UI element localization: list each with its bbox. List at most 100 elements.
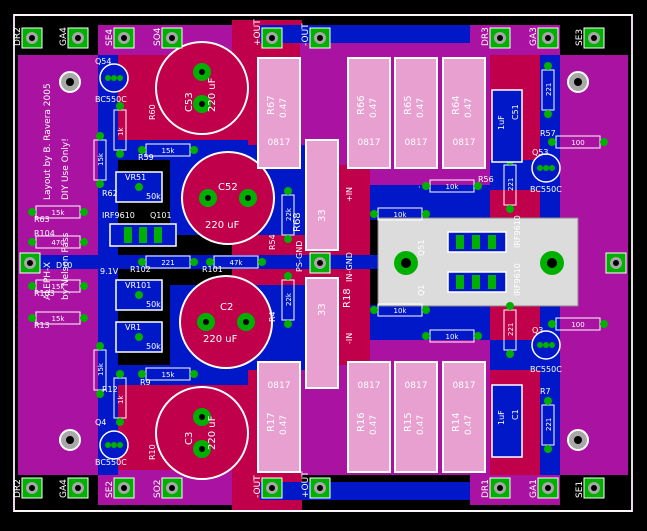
r62-label: R62: [102, 189, 118, 198]
c51-ref: C51: [511, 104, 520, 120]
q101-ref: Q101: [150, 211, 172, 220]
trace-blue-bottom: [260, 482, 470, 500]
r56-label: R56: [478, 175, 494, 184]
heatsink-border: [377, 217, 579, 307]
vr1-ref: VR1: [125, 323, 141, 332]
diode-label: 9.1V: [100, 267, 119, 276]
small-resistor-2: 15k: [28, 279, 88, 293]
small-resistor-value: 15k: [52, 209, 66, 217]
small-resistor-value: 221: [507, 178, 515, 191]
connector-top-8: SE3: [575, 27, 605, 49]
small-resistor-value: 15k: [97, 152, 105, 166]
small-resistor-value: 1k: [117, 127, 125, 136]
r9-label: R9: [140, 378, 151, 387]
q4-part: BC550C: [95, 458, 127, 467]
trimmer-vr101: [115, 279, 163, 311]
small-resistor-value: 15k: [52, 315, 66, 323]
power-resistor-ref: R15: [403, 412, 414, 432]
c3-val: 220 uF: [207, 415, 218, 450]
r63-label: R63: [34, 215, 50, 224]
power-resistor-value: 0.47: [416, 98, 426, 118]
silk-lines: [14, 14, 632, 512]
connector-top-6: DR3: [481, 27, 511, 49]
small-resistor-value: 47k: [230, 259, 244, 267]
connector-label: GA3: [529, 27, 539, 46]
small-resistor-12: 100: [548, 135, 608, 149]
c1-val: 1uF: [497, 410, 506, 425]
connector-label: +OUT: [253, 19, 263, 46]
small-resistor-value: 15k: [97, 362, 105, 376]
small-resistor-v-3: 1k: [113, 370, 127, 426]
vr101-val: 50k: [146, 300, 161, 309]
in-gnd-label: IN-GND: [345, 252, 354, 282]
c52-ref: C52: [218, 182, 238, 193]
connector-label: SE3: [575, 29, 585, 46]
transistor-q54: [99, 63, 129, 93]
small-resistor-value: 22k: [285, 207, 293, 221]
plus-in-label: +IN: [345, 187, 354, 202]
r4-label: R4: [268, 311, 277, 322]
r7-label: R7: [540, 387, 551, 396]
r104-label: R104: [34, 229, 55, 238]
vr51-ref: VR51: [125, 173, 146, 182]
power-resistor-type: 0817: [268, 381, 291, 391]
connector-label: +OUT: [301, 471, 311, 498]
diode-ref: D10: [56, 261, 72, 270]
c3-ref: C3: [184, 432, 195, 445]
small-resistor-10: 10k: [422, 179, 482, 193]
c53-val: 220 uF: [207, 77, 218, 112]
side-connector-plusv: [19, 252, 41, 274]
connector-top-1: GA4: [59, 27, 89, 49]
mounting-holes: [59, 71, 589, 451]
small-resistor-3: 15k: [28, 311, 88, 325]
power-resistor-type: 0817: [358, 138, 381, 148]
connector-label: SE4: [105, 29, 115, 46]
connector-label: -OUT: [301, 23, 311, 46]
small-resistor-v-7: 221: [541, 397, 555, 453]
connector-bottom-7: GA1: [529, 477, 559, 499]
connector-bottom-4: +OUT: [301, 471, 331, 499]
connector-top-3: SO4: [153, 27, 183, 49]
connector-label: DR2: [13, 27, 23, 46]
connector-top-2: SE4: [105, 27, 135, 49]
r10-label: R10: [148, 444, 157, 460]
transistor-q1: [447, 271, 507, 293]
connector-label: -OUT: [253, 475, 263, 498]
connector-label: DR3: [481, 27, 491, 46]
q54-ref: Q54: [95, 57, 111, 66]
connectors-top: DR2 GA4 SE4 SO4 -OUT +OUT DR3 GA3 SE3: [13, 19, 605, 49]
power-resistor-ref: R67: [266, 95, 277, 115]
board-title: ALEPH-X: [43, 262, 53, 300]
power-resistor-ref: R16: [356, 412, 367, 432]
q1-part: IRF9610: [513, 263, 522, 296]
cap-c1: [491, 384, 523, 458]
transistor-q53: [531, 153, 561, 183]
r102-label: R102: [130, 265, 151, 274]
small-resistor-11: 10k: [422, 329, 482, 343]
power-resistor-type: 0817: [453, 381, 476, 391]
small-resistor-5: 47k: [206, 255, 266, 269]
connector-top-0: DR2: [13, 27, 43, 49]
trace-blue-gnd: [30, 255, 450, 269]
power-resistor-type: 0817: [405, 138, 428, 148]
q1-ref: Q1: [417, 285, 426, 296]
diy-note: DIY Use Only!: [61, 138, 71, 200]
small-resistor-v-1: 15k: [93, 342, 107, 398]
c52-val: 220 uF: [205, 220, 240, 231]
small-resistor-value: 100: [571, 139, 584, 147]
q51-ref: Q51: [417, 240, 426, 256]
small-resistor-v-2: 1k: [113, 102, 127, 158]
q54-part: BC550C: [95, 95, 127, 104]
minus-in-label: -IN: [345, 333, 354, 344]
text-labels: ALEPH-X by Nelson Pass Layout by B. Rave…: [34, 57, 562, 467]
r103-label: R103: [34, 289, 55, 298]
trace-blue-left: [98, 55, 118, 475]
sep-dot: ·: [418, 183, 421, 192]
power-resistor-type: 0817: [453, 138, 476, 148]
